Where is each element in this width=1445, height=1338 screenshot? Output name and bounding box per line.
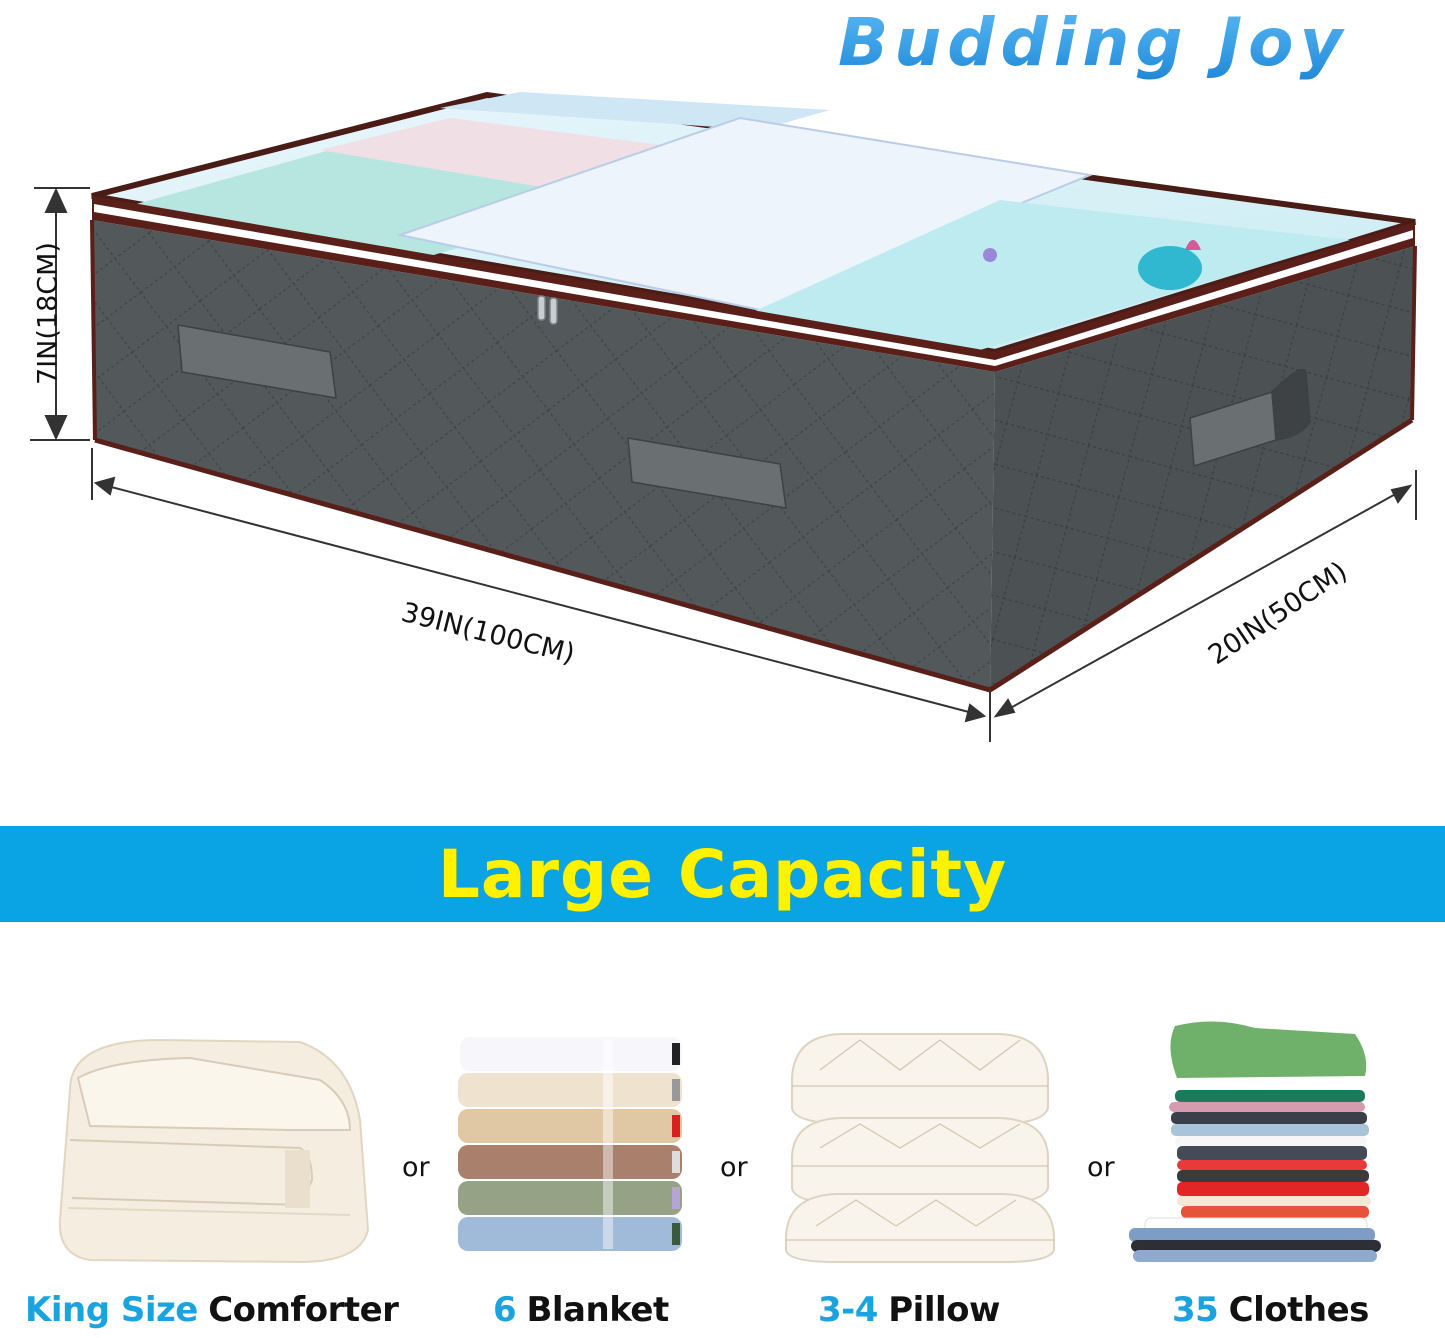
banner-title: Large Capacity (437, 835, 1008, 913)
caption-qty: 35 (1172, 1290, 1219, 1330)
caption-qty: King Size (25, 1290, 198, 1330)
blanket-stack-image (458, 1037, 682, 1251)
height-dimension-label: 7IN(18CM) (32, 242, 64, 385)
clothes-stack-image (1129, 1021, 1381, 1262)
brand-logo: Budding Joy (838, 2, 1428, 84)
comforter-image (58, 1038, 370, 1264)
zipper-pull (537, 295, 558, 325)
caption-name: Pillow (888, 1290, 1000, 1330)
capacity-caption-pillow: 3-4 Pillow (818, 1290, 1000, 1330)
pillow-stack-image (785, 1033, 1055, 1263)
capacity-caption-comforter: King Size Comforter (25, 1290, 399, 1330)
or-separator-3: or (1087, 1152, 1115, 1183)
caption-qty: 6 (493, 1290, 517, 1330)
or-separator-2: or (720, 1152, 748, 1183)
large-capacity-banner: Large Capacity (0, 826, 1445, 922)
capacity-caption-clothes: 35 Clothes (1172, 1290, 1369, 1330)
caption-name: Comforter (208, 1290, 399, 1330)
or-separator-1: or (402, 1152, 430, 1183)
caption-name: Clothes (1228, 1290, 1370, 1330)
capacity-caption-blanket: 6 Blanket (493, 1290, 669, 1330)
caption-qty: 3-4 (818, 1290, 878, 1330)
caption-name: Blanket (526, 1290, 669, 1330)
storage-box-image (30, 91, 1417, 742)
